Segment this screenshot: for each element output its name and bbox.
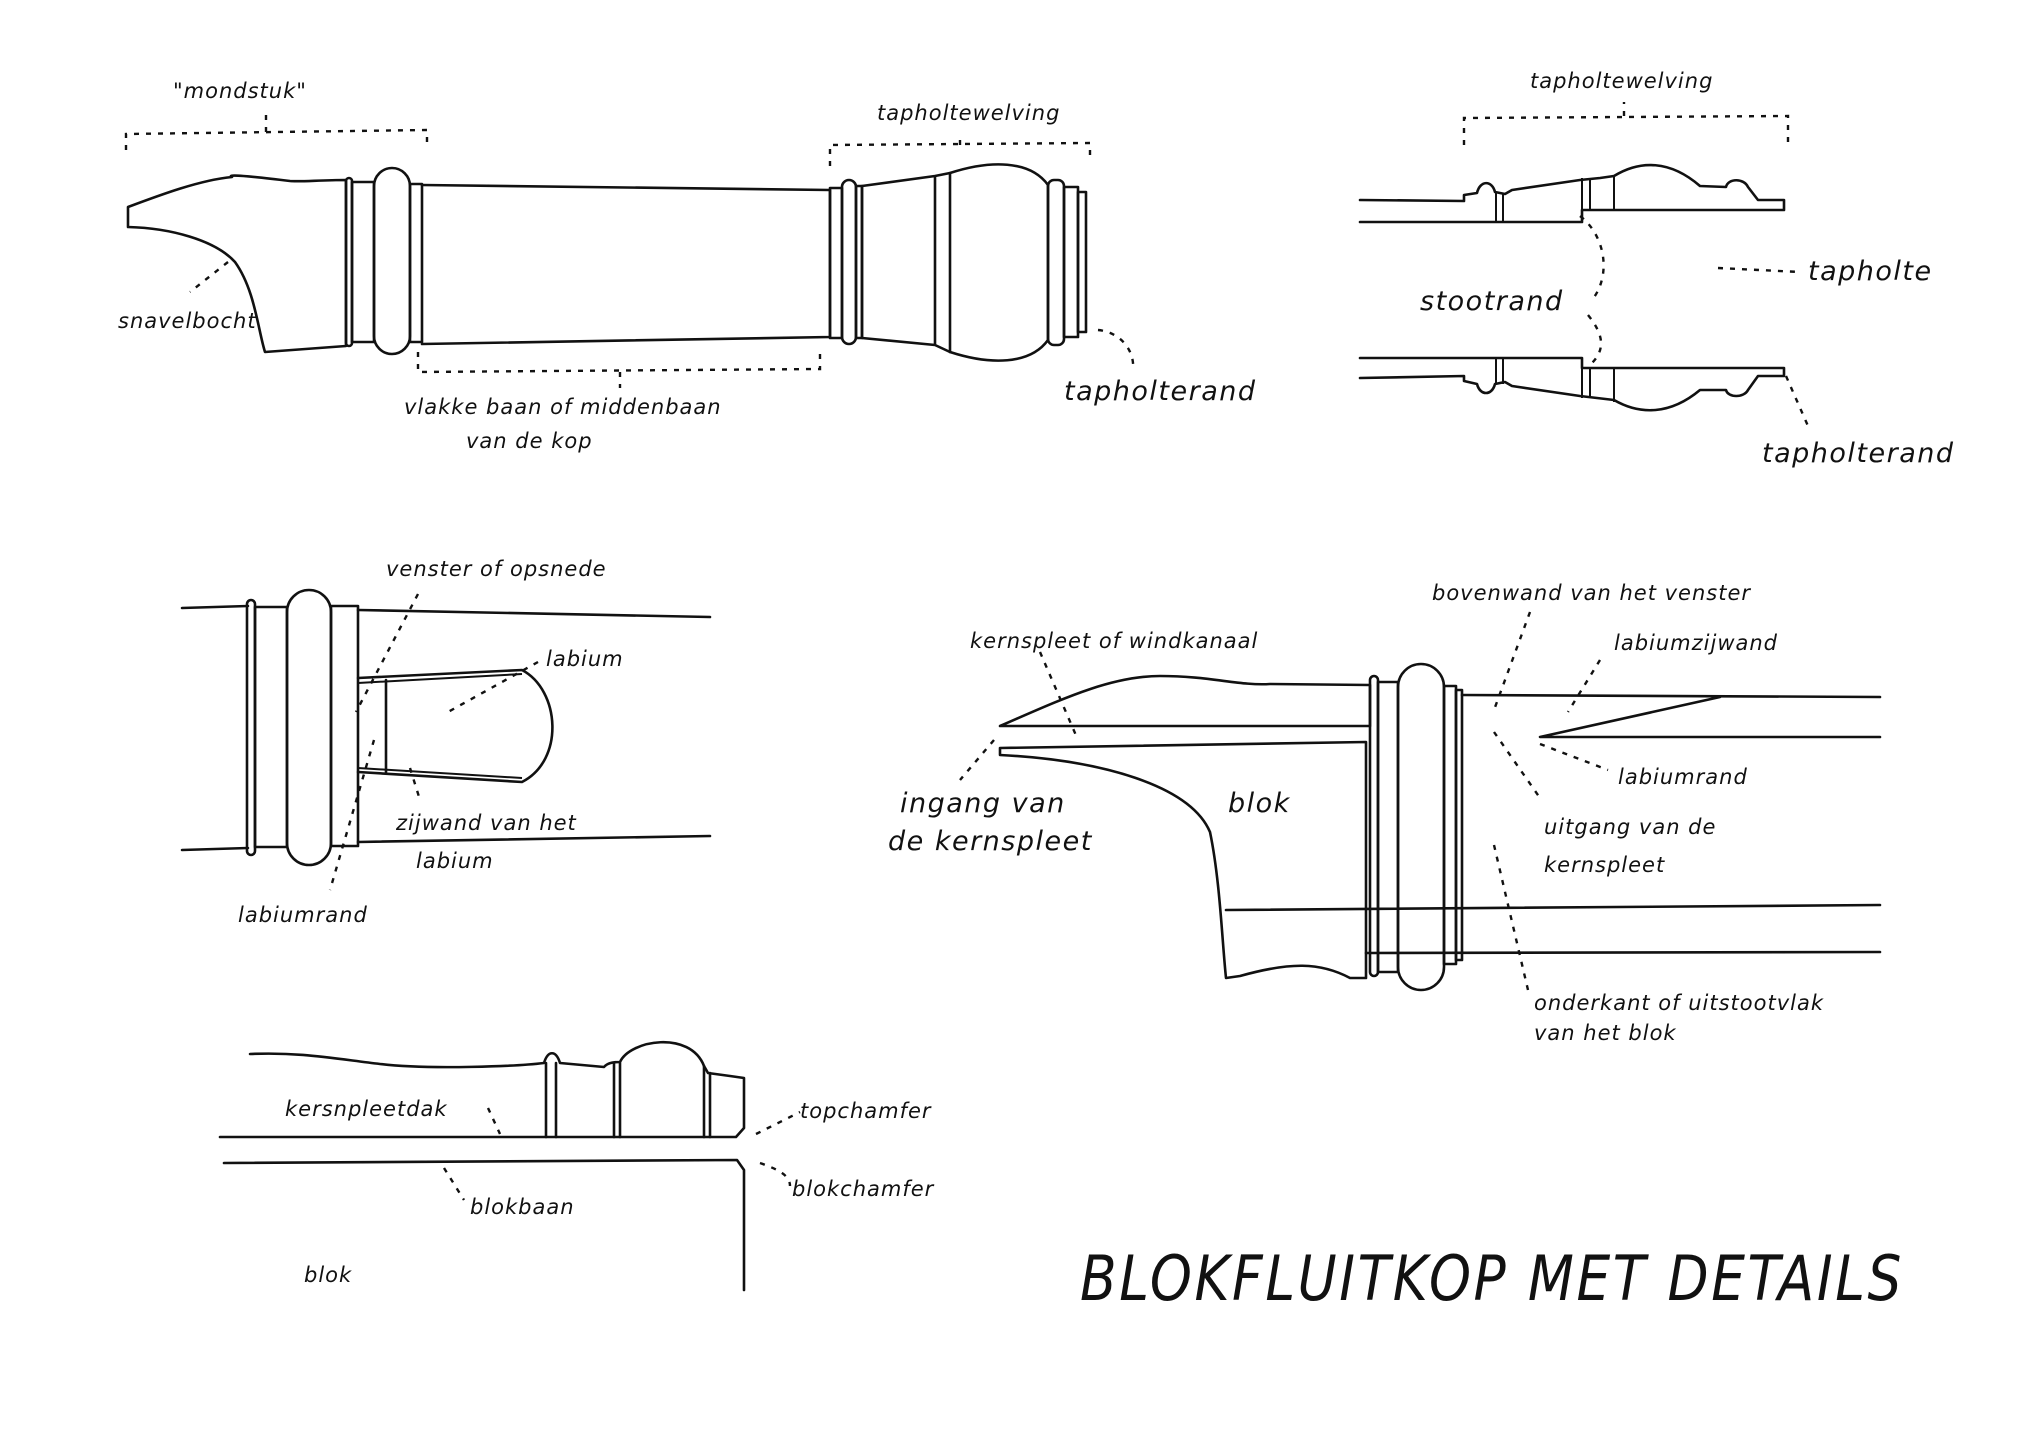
label-labiumrand-1: labiumrand [238, 903, 368, 927]
collar [828, 186, 844, 340]
mondstuk-bracket [124, 112, 429, 150]
collar [408, 182, 424, 344]
welving-outline [860, 163, 1050, 362]
onderkant-leader [1492, 844, 1530, 991]
middenbaan-bracket [416, 352, 822, 388]
main-bead [1396, 662, 1446, 992]
label-kernspleet: kernspleet of windkanaal [970, 629, 1258, 653]
label-onderkant-1: onderkant of uitstootvlak [1534, 991, 1824, 1015]
label-snavelbocht: snavelbocht [118, 309, 257, 333]
end-collar [1062, 185, 1080, 339]
label-tapholtewelving-2: tapholtewelving [1530, 69, 1713, 93]
zijwand-leader [408, 767, 422, 801]
block-surface [222, 1158, 746, 1292]
ingang-leader [959, 739, 995, 781]
collar [350, 180, 376, 344]
figure-head-overview: "mondstuk" snavelbocht vlakke baan of mi… [118, 79, 1257, 453]
label-blok-1: blok [1228, 788, 1291, 819]
label-stootrand: stootrand [1420, 286, 1564, 317]
label-tapholte: tapholte [1808, 256, 1933, 287]
labiumrand-leader-2 [1539, 742, 1609, 772]
windway-roof [218, 1040, 746, 1139]
label-labium: labium [546, 647, 624, 671]
label-topchamfer: topchamfer [800, 1099, 932, 1123]
stootrand-leader [1579, 215, 1605, 366]
figure-windway-section: bovenwand van het venster kernspleet of … [888, 581, 1882, 1045]
label-blokbaan: blokbaan [470, 1195, 575, 1219]
bovenwand-leader [1492, 611, 1532, 711]
label-ingang-1: ingang van [900, 788, 1066, 819]
label-blokchamfer: blokchamfer [792, 1177, 935, 1201]
label-zijwand-2: labium [416, 849, 494, 873]
kernspleet-leader [1038, 651, 1080, 741]
labiumzijwand-leader [1566, 659, 1602, 713]
label-labiumrand-2: labiumrand [1618, 765, 1748, 789]
diagram-title: BLOKFLUITKOP MET DETAILS [1080, 1242, 1904, 1315]
tapholtewelving-bracket-2 [1462, 102, 1790, 145]
topchamfer-leader [755, 1110, 801, 1136]
tapholterand-leader-1 [1097, 328, 1135, 371]
figure-socket-section: tapholtewelving stootrand tapholte tapho… [1358, 69, 1955, 469]
socket-upper-wall [1358, 163, 1786, 224]
label-venster: venster of opsnede [386, 557, 607, 581]
label-labiumzijwand: labiumzijwand [1614, 631, 1778, 655]
block-body [998, 740, 1368, 980]
uitgang-leader [1493, 731, 1541, 799]
figure-window-top-view: venster of opsnede labium zijwand van he… [180, 557, 712, 927]
labium-edge [1538, 695, 1882, 739]
collar [1454, 688, 1464, 962]
label-mondstuk: "mondstuk" [173, 79, 307, 103]
label-vlakke-baan-1: vlakke baan of middenbaan [404, 395, 722, 419]
venster-leader [354, 593, 420, 713]
label-uitgang-2: kernspleet [1544, 853, 1665, 877]
label-tapholterand-1: tapholterand [1064, 376, 1257, 407]
label-uitgang-1: uitgang van de [1544, 815, 1716, 839]
body-top-line [180, 604, 712, 619]
label-onderkant-2: van het blok [1534, 1021, 1677, 1045]
label-ingang-2: de kernspleet [888, 826, 1093, 857]
ring [1046, 178, 1066, 347]
label-zijwand-1: zijwand van het [395, 811, 577, 835]
label-tapholterand-2: tapholterand [1762, 438, 1955, 469]
socket-lower-wall [1358, 356, 1786, 412]
window-outline [356, 668, 554, 784]
label-blok-2: blok [304, 1263, 352, 1287]
blokchamfer-leader [759, 1161, 792, 1187]
upper-beak [998, 674, 1372, 728]
snavelbocht-leader [189, 261, 229, 293]
tapholte-leader [1717, 266, 1801, 274]
labiumrand-leader-1 [328, 739, 376, 891]
collar [1376, 680, 1400, 974]
labium-leader [447, 660, 539, 714]
middenbaan-outline [420, 183, 832, 346]
label-kersnpleetdak: kersnpleetdak [285, 1097, 448, 1121]
beak-outline [126, 174, 348, 354]
ring [840, 178, 858, 346]
label-bovenwand: bovenwand van het venster [1432, 581, 1751, 605]
main-bead [285, 588, 333, 867]
main-bead [372, 166, 412, 356]
tapholtewelving-bracket [828, 133, 1092, 166]
label-tapholtewelving-1: tapholtewelving [877, 101, 1060, 125]
collar [1442, 684, 1458, 966]
tapholterand-rim [1076, 190, 1088, 334]
window-top-wall [1460, 693, 1882, 699]
collar [253, 605, 289, 849]
collar [329, 604, 360, 848]
figure-block-detail: kersnpleetdak topchamfer blokbaan blokch… [218, 1040, 935, 1292]
blokbaan-leader [442, 1167, 466, 1201]
body-bottom-line [180, 834, 712, 852]
label-vlakke-baan-2: van de kop [466, 429, 593, 453]
tapholterand-leader-2 [1784, 375, 1810, 427]
kersnpleetdak-leader [486, 1107, 502, 1135]
